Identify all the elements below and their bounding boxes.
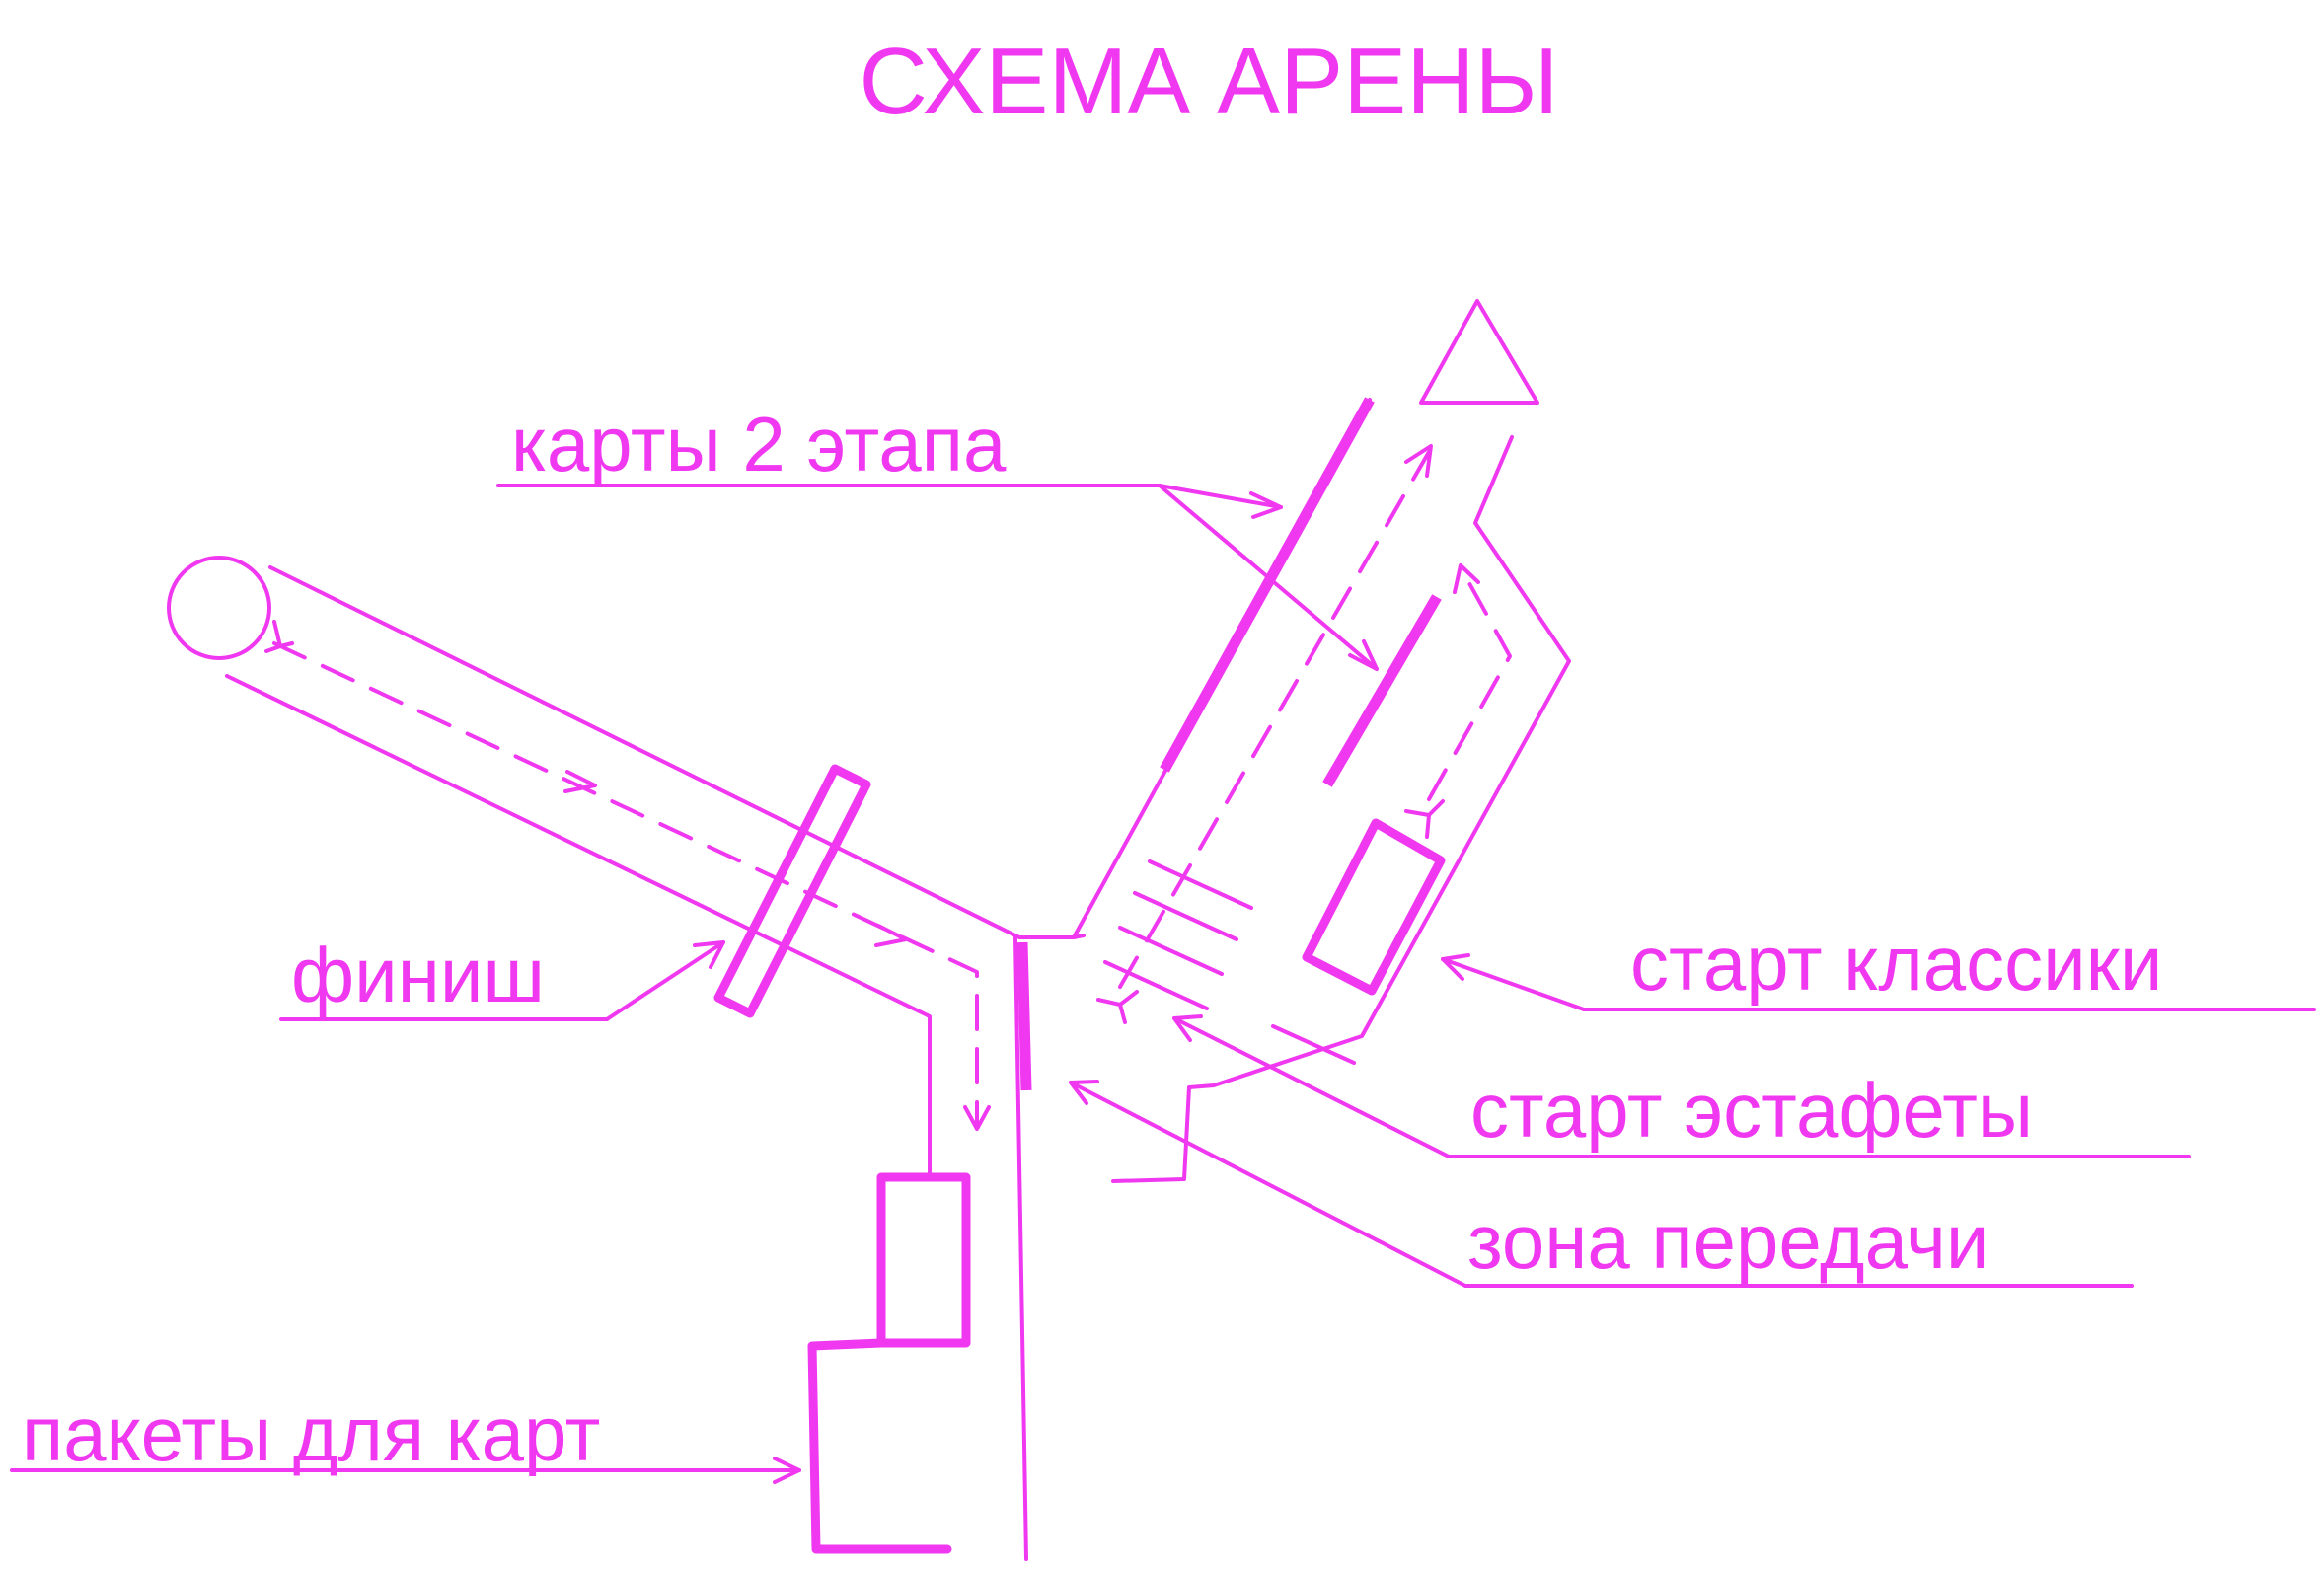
handover-zone-hatch-1: [1148, 859, 1253, 910]
maps-stage2-arrow-2: [1348, 639, 1379, 671]
classic-start-arrow: [1441, 953, 1470, 981]
finish-route-arrow-1: [563, 770, 597, 793]
finish-corridor-lower-line: [225, 674, 932, 1178]
finish-corridor-upper-line: [268, 565, 1086, 939]
relay-route-origin-mark: [1096, 990, 1139, 1024]
finish-arrow: [693, 940, 725, 969]
control-circle-icon: [167, 556, 271, 660]
relay-route-dashed: [1118, 450, 1431, 989]
finish-route-origin-mark: [264, 620, 294, 653]
handover-zone-arrow: [1069, 1080, 1099, 1105]
diagram-title: СХЕМА АРЕНЫ: [859, 29, 1558, 134]
finish-route-dashed: [272, 641, 979, 1127]
finish-leader: [605, 940, 725, 1021]
classic-route-dashed: [1427, 565, 1512, 801]
stage2-map-board-1: [1160, 397, 1375, 773]
relay-start-leader: [1172, 1016, 1451, 1158]
classic-start-box: [1302, 818, 1446, 996]
label-relay-start: старт эстафеты: [1470, 1067, 2033, 1154]
center-divider-line: [1013, 935, 1028, 1561]
handover-zone-hatch-4: [1103, 960, 1209, 1010]
finish-route-arrow-2: [874, 924, 908, 947]
label-handover-zone: зона передачи: [1467, 1198, 1988, 1285]
map-bags-arrow: [773, 1457, 801, 1484]
relay-route-arrow: [1404, 444, 1433, 478]
handover-zone-hatch-3: [1118, 926, 1224, 976]
finish-gate: [713, 764, 871, 1018]
map-bags-rack: [807, 1338, 952, 1554]
classic-route-arrow: [1453, 563, 1480, 594]
start-triangle-icon: [1419, 299, 1539, 405]
label-maps-stage2: карты 2 этапа: [511, 401, 1007, 487]
relay-corridor-right-line: [1111, 435, 1571, 1183]
relay-start-arrow: [1172, 1014, 1203, 1042]
handover-zone-hatch-2: [1133, 891, 1238, 941]
classic-route-origin-mark: [1404, 799, 1445, 839]
classic-start-leader: [1441, 957, 1586, 1011]
maps-stage2-leader-1: [1158, 484, 1283, 509]
classic-start-corner: [1271, 1024, 1356, 1065]
map-bags-box: [876, 1172, 971, 1348]
stage2-map-board-2: [1322, 594, 1442, 787]
finish-route-arrow-3: [963, 1105, 991, 1131]
center-divider-thick: [1016, 941, 1032, 1091]
maps-stage2-leader-2: [1158, 484, 1379, 671]
label-classic-start: старт классики: [1630, 920, 2162, 1007]
label-finish: финиш: [291, 932, 545, 1018]
label-map-bags: пакеты для карт: [22, 1390, 600, 1477]
handover-zone-leader: [1069, 1081, 1467, 1288]
maps-stage2-arrow-1: [1249, 491, 1283, 519]
